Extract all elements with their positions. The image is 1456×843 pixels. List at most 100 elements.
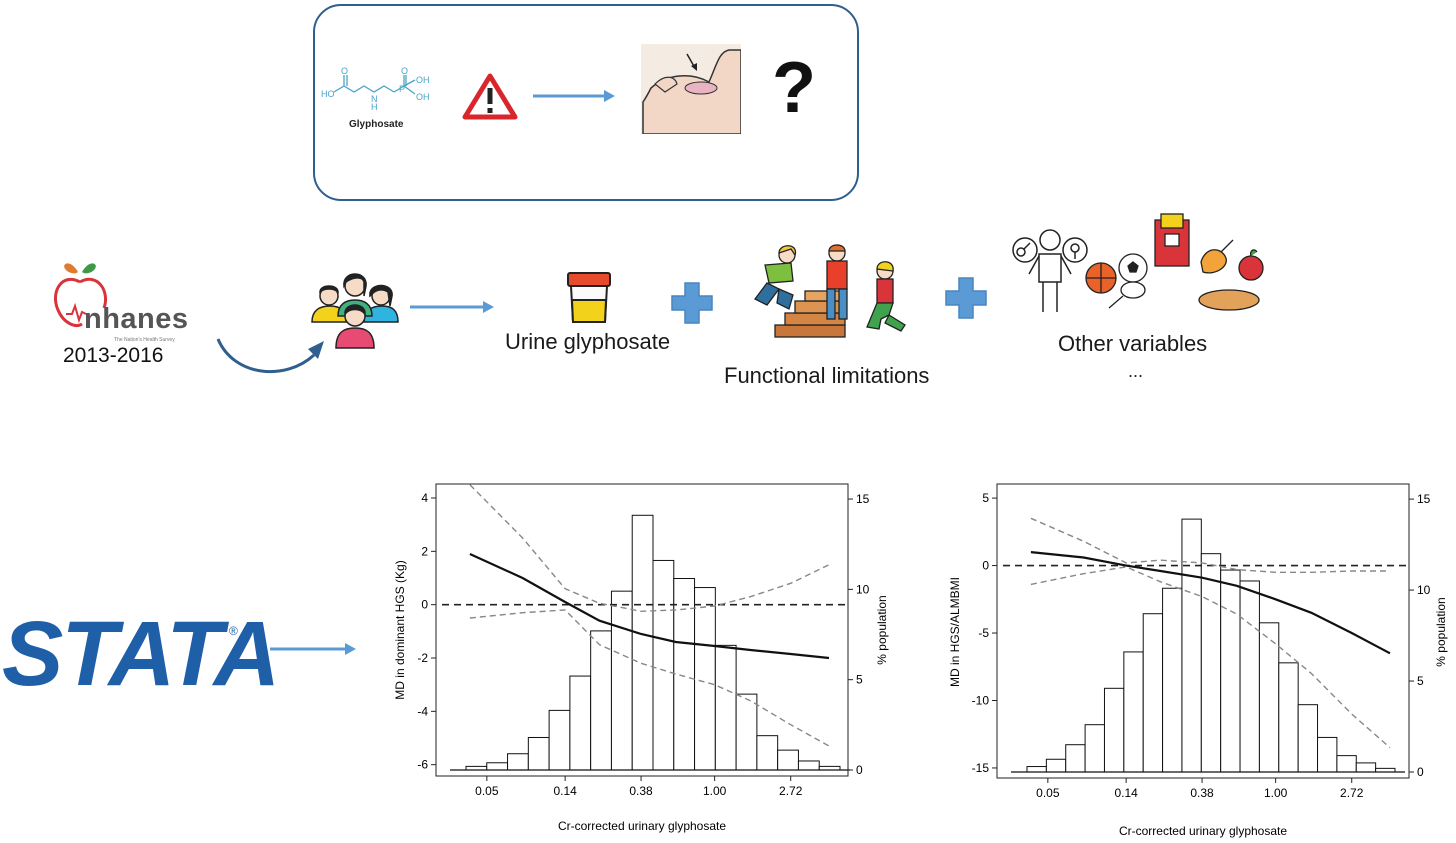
right-arrow-icon: [410, 301, 494, 313]
nhanes-logo-subtitle: The Nation's Health Survey: [114, 337, 175, 343]
svg-text:H: H: [371, 102, 378, 112]
ci-upper-line: [469, 484, 830, 613]
histogram-bar: [1162, 587, 1183, 773]
x-tick-label: 0.14: [1114, 786, 1138, 800]
plus-icon: [671, 282, 713, 324]
chart1-ylabel: MD in dominant HGS (Kg): [393, 560, 407, 699]
nhanes-logo-text: nhanes: [84, 303, 189, 335]
ci-upper-line: [1030, 517, 1390, 573]
y-tick-label: -6: [417, 758, 428, 772]
x-tick-label: 1.00: [703, 784, 727, 798]
histogram-bar: [1317, 736, 1338, 773]
ci-lower-line: [469, 609, 830, 747]
y2-tick-label: 5: [856, 673, 863, 687]
histogram-bar: [1084, 724, 1105, 773]
histogram-bar: [1297, 704, 1319, 773]
chart2-y2label: % population: [1434, 597, 1448, 666]
other-variables-icon: [1012, 213, 1264, 312]
x-tick-label: 0.05: [475, 784, 499, 798]
compound-label: Glyphosate: [349, 119, 404, 130]
histogram-bar: [1220, 569, 1241, 773]
stata-registered-mark: ®: [229, 624, 238, 638]
histogram-bar: [714, 644, 737, 771]
histogram-bar: [1181, 518, 1202, 773]
x-tick-label: 1.00: [1264, 786, 1288, 800]
glyphosate-molecule-icon: HO O N H O P OH OH: [321, 66, 430, 112]
chart1-xlabel: Cr-corrected urinary glyphosate: [558, 819, 726, 833]
histogram-bar: [673, 578, 696, 771]
y2-tick-label: 15: [1417, 492, 1431, 506]
x-tick-label: 2.72: [779, 784, 803, 798]
y-tick-label: 2: [421, 544, 428, 558]
y2-tick-label: 0: [1417, 765, 1424, 779]
histogram-bar: [777, 749, 799, 771]
nhanes-logo: nhanes The Nation's Health Survey: [52, 254, 202, 349]
apple-icon: [54, 263, 107, 327]
chart2-frame: [996, 483, 1410, 779]
y-tick-label: 0: [982, 559, 989, 573]
x-tick-label: 0.38: [1190, 786, 1214, 800]
svg-text:P: P: [399, 84, 405, 94]
histogram-bar: [1239, 580, 1260, 773]
histogram-bar: [590, 630, 612, 771]
histogram-bar: [1355, 762, 1377, 773]
histogram-bar: [1278, 662, 1299, 773]
y-tick-label: 4: [421, 491, 428, 505]
urine-cup-icon: [567, 272, 611, 323]
svg-text:N: N: [371, 94, 378, 104]
ci-lower-line: [1030, 566, 1391, 749]
x-tick-label: 0.05: [1036, 786, 1060, 800]
right-arrow-icon: [270, 643, 356, 655]
y2-tick-label: 10: [1417, 583, 1431, 597]
stata-logo: STATA: [2, 603, 280, 705]
histogram-bar: [507, 753, 529, 771]
svg-text:OH: OH: [416, 75, 430, 85]
y-tick-label: 0: [421, 598, 428, 612]
survey-years: 2013-2016: [63, 344, 164, 367]
y2-tick-label: 5: [1417, 674, 1424, 688]
svg-text:HO: HO: [321, 89, 335, 99]
histogram-bar: [694, 587, 716, 771]
chart2-xlabel: Cr-corrected urinary glyphosate: [1119, 824, 1287, 838]
histogram-bar: [756, 735, 779, 771]
histogram-bar: [569, 675, 592, 771]
functional-limitations-label: Functional limitations: [724, 363, 930, 388]
y-tick-label: -4: [417, 704, 428, 718]
histogram-bar: [486, 762, 509, 771]
research-question-box: [313, 4, 859, 201]
y-tick-label: -2: [417, 651, 428, 665]
histogram-bar: [548, 709, 571, 771]
histogram-bar: [1065, 744, 1086, 773]
histogram-bar: [1026, 766, 1047, 773]
estimate-curve: [469, 552, 830, 660]
people-group-icon: [311, 273, 399, 349]
y2-tick-label: 0: [856, 763, 863, 777]
y-tick-label: -15: [972, 761, 990, 775]
right-arrow-icon: [533, 90, 615, 102]
histogram-bar: [797, 760, 820, 771]
histogram-bar: [1142, 613, 1164, 773]
curved-arrow-icon: [216, 338, 324, 374]
urine-glyphosate-label: Urine glyphosate: [505, 329, 671, 354]
warning-triangle-icon: [462, 73, 518, 120]
y-tick-label: -5: [978, 626, 989, 640]
chart1-y2label: % population: [875, 595, 889, 664]
other-variables-label: Other variables: [1058, 331, 1208, 356]
arm-muscle-icon: [641, 44, 741, 134]
other-variables-ellipsis: ...: [1128, 361, 1144, 381]
histogram-bar: [1045, 758, 1067, 773]
histogram-bar: [631, 514, 654, 771]
histogram-bar: [1123, 651, 1144, 773]
svg-text:OH: OH: [416, 92, 430, 102]
chart2-ylabel: MD in HGS/ALMBMI: [948, 577, 962, 687]
y2-tick-label: 10: [856, 582, 870, 596]
histogram-bar: [735, 693, 758, 771]
histogram-bar: [1336, 755, 1357, 773]
estimate-curve: [1030, 551, 1391, 655]
histogram-bar: [610, 590, 633, 771]
histogram-bar: [1103, 687, 1125, 773]
svg-text:O: O: [401, 66, 408, 76]
question-mark: ?: [772, 48, 816, 128]
svg-text:O: O: [341, 66, 348, 76]
histogram-bar: [1258, 622, 1280, 773]
